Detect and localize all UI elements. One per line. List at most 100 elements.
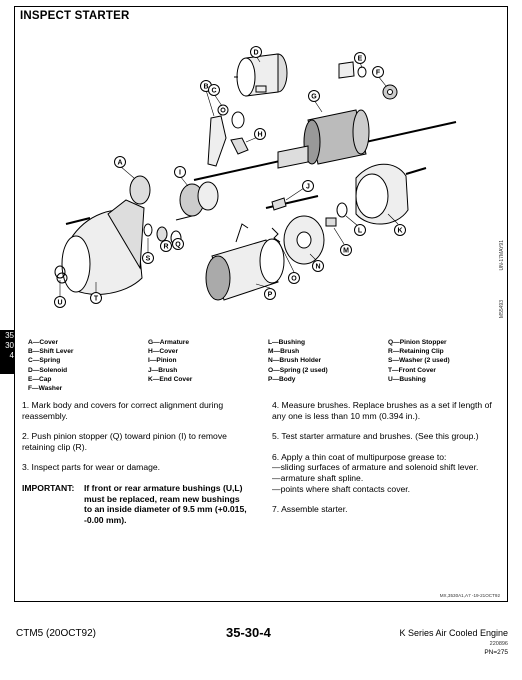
svg-text:D: D: [253, 50, 258, 57]
svg-text:F: F: [376, 70, 381, 77]
callout-k: K: [387, 213, 406, 236]
legend-item: I—Pinion: [148, 357, 177, 365]
svg-text:J: J: [306, 184, 310, 191]
step-4: 4. Measure brushes. Replace brushes as a…: [272, 400, 492, 421]
yoke-body-drawing: [205, 223, 285, 301]
legend-item: O—Spring (2 used): [268, 366, 328, 374]
important-label: IMPORTANT:: [22, 482, 75, 493]
footer-date-code: 220896: [489, 641, 508, 647]
list-item: —armature shaft spline.: [272, 472, 364, 483]
svg-text:G: G: [311, 94, 317, 101]
legend-item: F—Washer: [28, 385, 63, 393]
legend-item: N—Brush Holder: [268, 357, 322, 365]
step-6-list: —sliding surfaces of armature and soleno…: [272, 462, 498, 494]
callout-d: D: [250, 46, 262, 63]
starter-exploded-diagram: A B C D E F G H I J K L M N O P Q R S T …: [54, 46, 457, 308]
legend-item: C—Spring: [28, 357, 61, 365]
section-tab-group: 30: [5, 341, 14, 350]
callout-i: I: [174, 166, 189, 187]
callout-u: U: [54, 280, 66, 308]
svg-text:B: B: [203, 84, 208, 91]
step-2: 2. Push pinion stopper (Q) toward pinion…: [22, 431, 227, 452]
legend-item: L—Bushing: [268, 339, 305, 346]
callout-e: E: [354, 52, 366, 69]
callout-s: S: [142, 238, 154, 264]
callout-g: G: [308, 90, 323, 113]
callout-r: R: [160, 240, 172, 252]
section-tab: 35 30 4: [0, 330, 15, 374]
figure-code-1: UN-17MAY91: [499, 240, 505, 271]
steps-right-column: 4. Measure brushes. Replace brushes as a…: [272, 400, 498, 525]
section-tab-page: 4: [9, 351, 14, 360]
footer-engine-title: K Series Air Cooled Engine: [399, 628, 508, 638]
legend-item: B—Shift Lever: [28, 348, 74, 356]
callout-m: M: [333, 227, 352, 256]
legend-item: U—Bushing: [388, 375, 426, 383]
legend-item: D—Solenoid: [28, 366, 68, 374]
legend-item: G—Armature: [148, 339, 190, 346]
end-cover-drawing: [355, 163, 409, 225]
svg-text:A: A: [117, 160, 122, 167]
legend-item: J—Brush: [148, 366, 178, 374]
svg-text:C: C: [211, 88, 216, 95]
armature-drawing: [193, 109, 457, 181]
page-frame: [14, 6, 508, 602]
svg-text:S: S: [146, 256, 151, 263]
legend-item: S—Washer (2 used): [388, 357, 450, 365]
callout-j: J: [285, 180, 314, 201]
section-tab-major: 35: [5, 331, 14, 340]
svg-text:M: M: [343, 248, 349, 255]
legend-col-3: L—Bushing M—Brush N—Brush Holder O—Sprin…: [268, 338, 328, 384]
svg-text:Q: Q: [175, 242, 181, 249]
callout-f: F: [372, 66, 387, 87]
legend-item: K—End Cover: [148, 375, 193, 383]
step-7: 7. Assemble starter.: [272, 504, 348, 515]
svg-text:T: T: [94, 296, 99, 303]
legend-item: E—Cap: [28, 375, 52, 383]
legend-item: M—Brush: [268, 348, 300, 356]
figure-code-2: M55493: [499, 300, 505, 319]
list-item: —points where shaft contacts cover.: [272, 483, 411, 494]
svg-text:E: E: [358, 56, 363, 63]
callout-o: O: [277, 239, 300, 284]
list-item: —sliding surfaces of armature and soleno…: [272, 462, 479, 473]
callout-c: C: [208, 84, 223, 107]
svg-text:K: K: [397, 228, 402, 235]
svg-text:R: R: [163, 244, 168, 251]
legend-col-4: Q—Pinion Stopper R—Retaining Clip S—Wash…: [388, 338, 450, 384]
step-5: 5. Test starter armature and brushes. (S…: [272, 431, 479, 442]
footer-pn: PN=275: [484, 649, 508, 656]
svg-text:L: L: [358, 228, 363, 235]
step-6: 6. Apply a thin coat of multipurpose gre…: [272, 451, 447, 462]
document-code: MX,3530A1,A7 -19-21OCT92: [439, 593, 500, 598]
legend-item: R—Retaining Clip: [388, 348, 444, 356]
steps-left-column: 1. Mark body and covers for correct alig…: [22, 400, 250, 525]
page-title: INSPECT STARTER: [20, 10, 130, 22]
solenoid-drawing: [234, 53, 288, 97]
important-note: IMPORTANT: If front or rear armature bus…: [22, 483, 250, 525]
callout-p: P: [255, 283, 276, 300]
step-3: 3. Inspect parts for wear or damage.: [22, 462, 161, 473]
legend-item: T—Front Cover: [388, 366, 436, 374]
step-1: 1. Mark body and covers for correct alig…: [22, 400, 224, 421]
callout-l: L: [345, 215, 366, 236]
svg-text:N: N: [315, 264, 320, 271]
footer-page-number: 35-30-4: [226, 625, 271, 640]
callout-q: Q: [172, 238, 184, 250]
important-text: If front or rear armature bushings (U,L)…: [84, 482, 247, 525]
svg-text:U: U: [57, 300, 62, 307]
legend-col-1: A—Cover B—Shift Lever C—Spring D—Solenoi…: [28, 338, 73, 393]
callout-h: H: [245, 128, 266, 143]
svg-text:I: I: [179, 170, 181, 177]
legend-item: P—Body: [268, 375, 296, 383]
footer-manual-id: CTM5 (20OCT92): [16, 628, 97, 639]
svg-text:H: H: [257, 132, 262, 139]
legend-item: A—Cover: [28, 339, 59, 346]
svg-text:P: P: [268, 292, 273, 299]
legend-col-2: G—Armature H—Cover I—Pinion J—Brush K—En…: [148, 338, 192, 384]
svg-text:O: O: [291, 276, 297, 283]
front-cover-drawing: [56, 199, 145, 295]
callout-n: N: [309, 253, 324, 272]
legend-item: Q—Pinion Stopper: [388, 339, 447, 346]
callout-a: A: [114, 156, 135, 179]
